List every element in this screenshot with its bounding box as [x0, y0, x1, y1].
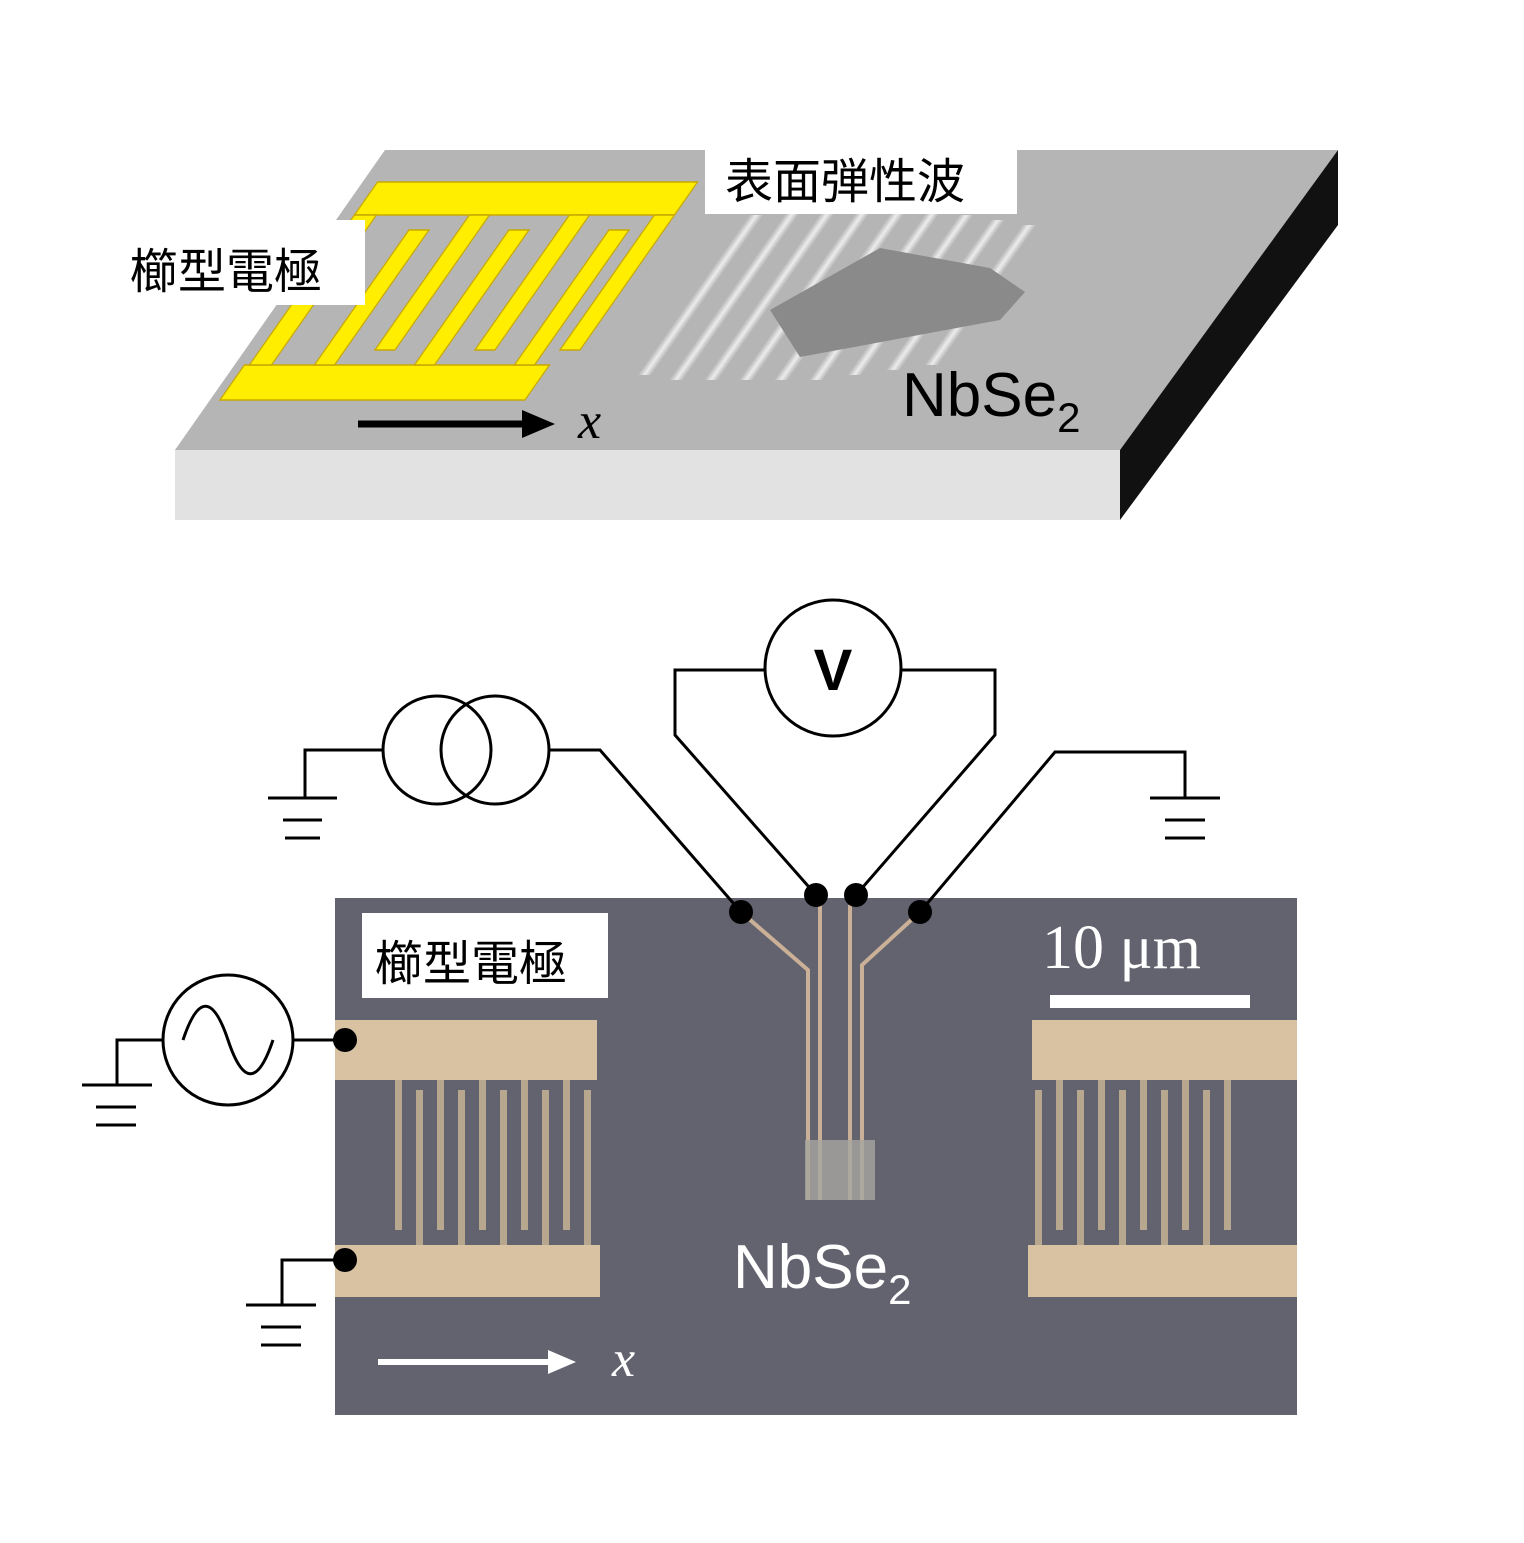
idt-right: [1028, 1020, 1297, 1297]
contact-dots: [333, 883, 932, 1272]
scale-bar-label: 10 μm: [1042, 914, 1201, 982]
voltmeter: V: [763, 598, 903, 738]
measurement-circuit: V: [82, 598, 1220, 1347]
nbse2-flake-photo: [805, 1140, 875, 1200]
idt-label-box-top: [115, 220, 365, 305]
material-label-top: NbSe2: [902, 361, 1080, 441]
saw-label-box: [705, 148, 1017, 214]
saw-label: 表面弾性波: [725, 154, 965, 210]
scale-bar: [1050, 995, 1250, 1008]
substrate-schematic: 表面弾性波 櫛型電極 NbSe2 x: [115, 148, 1338, 520]
ground-icon: [82, 1083, 152, 1127]
voltmeter-symbol: V: [814, 638, 853, 703]
substrate-side-face: [1120, 150, 1338, 520]
substrate-front-face: [175, 450, 1120, 520]
ac-source: [161, 973, 295, 1107]
x-axis-arrow-top: [358, 410, 555, 438]
ground-icon: [268, 796, 337, 840]
idt-label-box-bottom: [362, 913, 608, 998]
ground-icon: [1150, 796, 1220, 840]
idt-label-top: 櫛型電極: [130, 244, 322, 300]
idt-label-bottom: 櫛型電極: [375, 936, 567, 992]
nbse2-flake: [770, 248, 1025, 357]
material-label-bottom: NbSe2: [733, 1233, 911, 1313]
x-axis-arrow-bottom: [378, 1350, 576, 1374]
current-source: [381, 694, 551, 806]
idt-left: [335, 1020, 600, 1297]
device-micrograph: 櫛型電極 10 μm NbSe2 x: [335, 898, 1297, 1415]
axis-label-bottom: x: [611, 1331, 635, 1388]
axis-label-top: x: [577, 393, 601, 450]
ground-icon: [246, 1303, 316, 1347]
